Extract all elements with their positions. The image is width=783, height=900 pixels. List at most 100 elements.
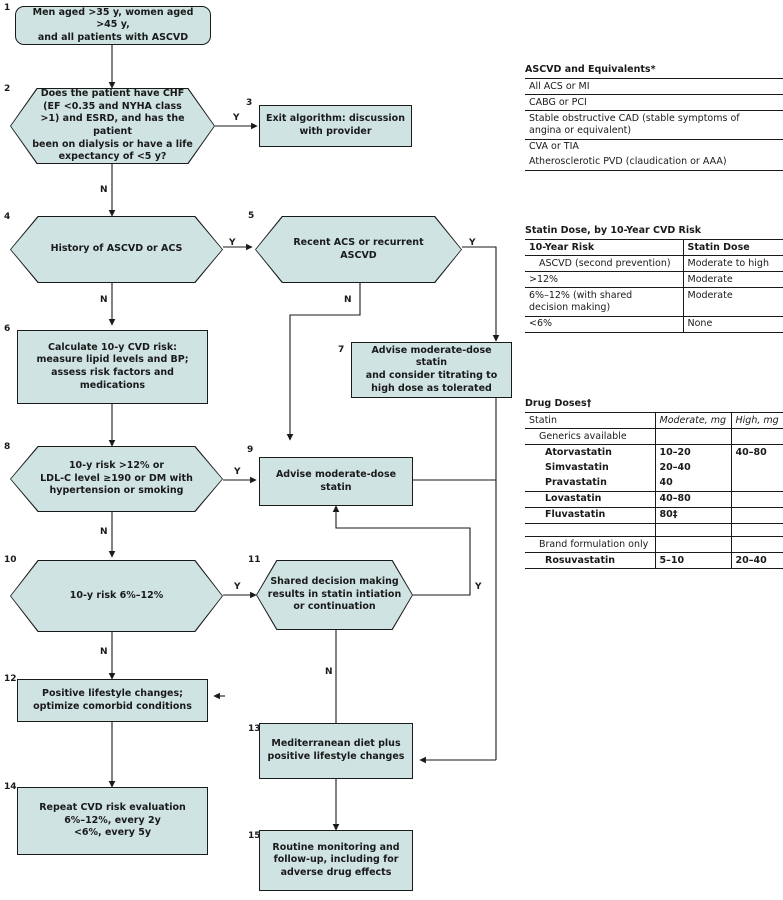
drug-high-5 xyxy=(730,506,783,524)
edge-label-8-yes: Y xyxy=(234,467,241,477)
node-4-decision-history-ascvd[interactable]: History of ASCVD or ACS xyxy=(10,216,223,283)
drug-statin-1: Atorvastatin xyxy=(525,444,655,461)
node-13-text: Mediterranean diet plus positive lifesty… xyxy=(267,738,405,762)
table-ascvd-equivalents: ASCVD and Equivalents* All ACS or MI CAB… xyxy=(525,64,783,171)
node-15-routine-monitoring[interactable]: Routine monitoring and follow-up, includ… xyxy=(259,830,413,891)
table-ascvd-grid: All ACS or MI CABG or PCI Stable obstruc… xyxy=(525,77,783,171)
drug-high-4 xyxy=(730,490,783,508)
node-3-exit-algorithm[interactable]: Exit algorithm: discussion with provider xyxy=(259,105,412,147)
node-number-8: 8 xyxy=(4,442,11,452)
node-6-text: Calculate 10-y CVD risk: measure lipid l… xyxy=(36,341,189,391)
node-11-decision-shared-decision[interactable]: Shared decision making results in statin… xyxy=(256,560,413,630)
table-drug-doses-grid: Statin Moderate, mg High, mg Generics av… xyxy=(525,411,783,570)
node-14-text: Repeat CVD risk evaluation 6%–12%, every… xyxy=(39,802,186,839)
statin-dose-dose-2: Moderate xyxy=(682,287,783,317)
node-11-shape-fill xyxy=(257,561,412,629)
node-number-9: 9 xyxy=(247,445,254,455)
node-number-14: 14 xyxy=(4,782,17,792)
drug-high-3 xyxy=(730,475,783,492)
node-6-calculate-risk[interactable]: Calculate 10-y CVD risk: measure lipid l… xyxy=(17,330,208,404)
node-number-3: 3 xyxy=(246,98,253,108)
ascvd-row-0: All ACS or MI xyxy=(525,77,783,95)
node-number-15: 15 xyxy=(248,831,261,841)
drug-header-high: High, mg xyxy=(730,411,783,429)
node-number-12: 12 xyxy=(4,674,17,684)
edge-label-8-no: N xyxy=(100,527,108,537)
edge-label-4-no: N xyxy=(100,295,108,305)
table-row: Lovastatin 40–80 xyxy=(525,490,783,508)
table-row: Pravastatin 40 xyxy=(525,475,783,492)
node-14-repeat-risk-eval[interactable]: Repeat CVD risk evaluation 6%–12%, every… xyxy=(17,787,208,855)
table-row: >12% Moderate xyxy=(525,271,783,288)
table-statin-dose: Statin Dose, by 10-Year CVD Risk 10-Year… xyxy=(525,225,783,333)
drug-moderate-8: 5–10 xyxy=(654,552,731,570)
node-12-lifestyle-changes[interactable]: Positive lifestyle changes; optimize com… xyxy=(17,679,208,722)
drug-statin-7: Brand formulation only xyxy=(525,536,655,553)
table-row: Rosuvastatin 5–10 20–40 xyxy=(525,552,783,570)
node-8-shape-fill xyxy=(11,447,222,511)
node-2-shape-fill xyxy=(11,89,214,163)
node-number-7: 7 xyxy=(338,345,345,355)
drug-moderate-1: 10–20 xyxy=(654,444,731,461)
drug-high-0 xyxy=(730,428,783,445)
edge-label-10-yes: Y xyxy=(234,582,241,592)
statin-dose-header-risk: 10-Year Risk xyxy=(525,238,683,256)
drug-moderate-2: 20–40 xyxy=(654,460,731,476)
ascvd-row-2: Stable obstructive CAD (stable symptoms … xyxy=(525,110,783,140)
edge-label-11-no: N xyxy=(325,667,333,677)
node-8-text: 10-y risk >12% or LDL-C level ≥190 or DM… xyxy=(40,460,193,497)
node-15-text: Routine monitoring and follow-up, includ… xyxy=(272,841,400,878)
drug-high-6 xyxy=(730,523,783,537)
drug-high-8: 20–40 xyxy=(730,552,783,570)
table-row: CABG or PCI xyxy=(525,94,783,111)
node-number-10: 10 xyxy=(4,555,17,565)
node-1-text: Men aged >35 y, women aged >45 y, and al… xyxy=(32,6,194,43)
table-row: Fluvastatin 80‡ xyxy=(525,506,783,524)
drug-moderate-0 xyxy=(654,428,731,445)
edge-label-2-no: N xyxy=(100,185,108,195)
table-statin-dose-grid: 10-Year Risk Statin Dose ASCVD (second p… xyxy=(525,238,783,333)
table-header-row: Statin Moderate, mg High, mg xyxy=(525,411,783,429)
node-5-decision-recent-acs[interactable]: Recent ACS or recurrent ASCVD xyxy=(255,216,462,283)
table-ascvd-title: ASCVD and Equivalents* xyxy=(525,64,656,75)
node-2-decision-chf-esrd[interactable]: Does the patient have CHF (EF <0.35 and … xyxy=(10,88,215,164)
table-row: Atherosclerotic PVD (claudication or AAA… xyxy=(525,154,783,171)
node-number-1: 1 xyxy=(4,3,11,13)
node-8-decision-risk-high[interactable]: 10-y risk >12% or LDL-C level ≥190 or DM… xyxy=(10,446,223,512)
node-11-text: Shared decision making results in statin… xyxy=(267,576,402,613)
node-7-advise-statin-titrate[interactable]: Advise moderate-dose statin and consider… xyxy=(351,342,512,398)
node-7-text: Advise moderate-dose statin and consider… xyxy=(365,344,498,394)
node-13-mediterranean-diet[interactable]: Mediterranean diet plus positive lifesty… xyxy=(259,723,413,779)
edge-label-10-no: N xyxy=(100,647,108,657)
drug-statin-5: Fluvastatin xyxy=(525,506,655,524)
node-10-text: 10-y risk 6%–12% xyxy=(69,589,164,601)
node-number-6: 6 xyxy=(4,324,11,334)
drug-header-statin: Statin xyxy=(525,411,655,429)
table-header-row: 10-Year Risk Statin Dose xyxy=(525,238,783,256)
edge-label-5-no: N xyxy=(344,295,352,305)
edge-label-5-yes: Y xyxy=(469,238,476,248)
ascvd-row-3: CVA or TIA xyxy=(525,138,783,155)
node-number-4: 4 xyxy=(4,212,11,222)
table-row: 6%–12% (with shared decision making) Mod… xyxy=(525,287,783,317)
drug-statin-3: Pravastatin xyxy=(545,477,607,489)
node-number-11: 11 xyxy=(248,555,261,565)
node-9-advise-moderate-statin[interactable]: Advise moderate-dose statin xyxy=(259,457,413,506)
node-number-5: 5 xyxy=(248,211,255,221)
statin-dose-dose-3: None xyxy=(682,315,783,333)
node-4-shape-fill xyxy=(11,217,222,282)
node-10-decision-risk-mid[interactable]: 10-y risk 6%–12% xyxy=(10,560,223,632)
table-row: Atorvastatin 10–20 40–80 xyxy=(525,444,783,461)
node-10-shape-fill xyxy=(11,561,222,631)
statin-dose-dose-1: Moderate xyxy=(682,271,783,288)
node-5-text: Recent ACS or recurrent ASCVD xyxy=(293,236,424,261)
table-row-spacer xyxy=(525,523,783,537)
drug-statin-8: Rosuvastatin xyxy=(525,552,655,570)
table-statin-dose-title: Statin Dose, by 10-Year CVD Risk xyxy=(525,225,702,236)
drug-statin-2: Simvastatin xyxy=(545,461,609,473)
table-row: Stable obstructive CAD (stable symptoms … xyxy=(525,110,783,140)
table-row: Brand formulation only xyxy=(525,536,783,553)
node-1-population[interactable]: Men aged >35 y, women aged >45 y, and al… xyxy=(15,6,211,45)
drug-moderate-5: 80‡ xyxy=(654,506,731,524)
